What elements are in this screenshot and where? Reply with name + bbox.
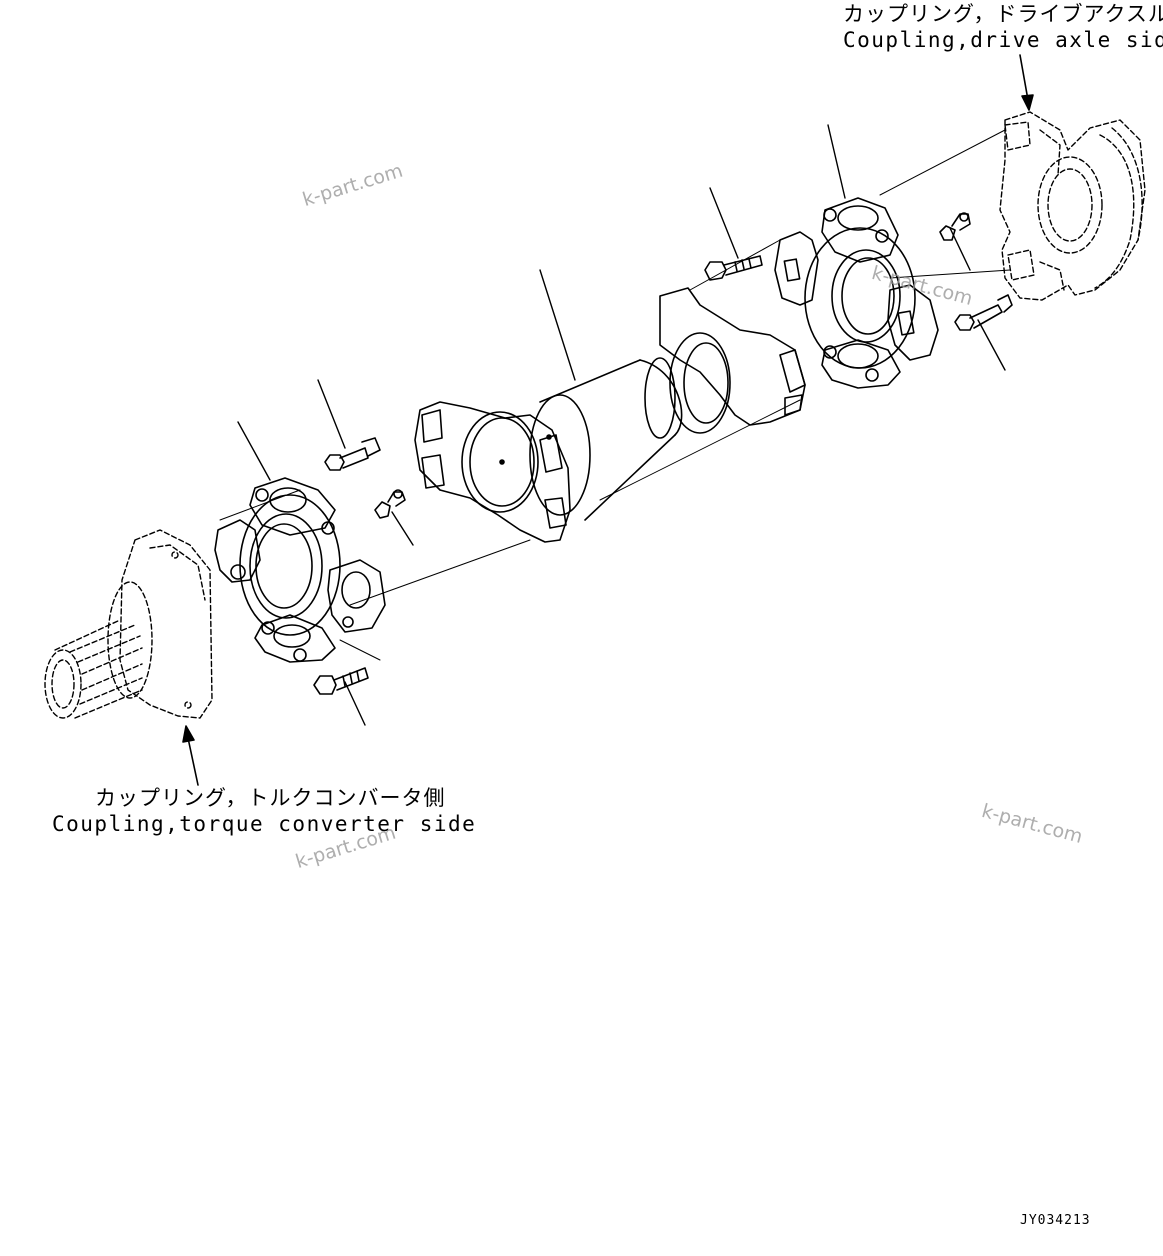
drive-axle-spider [775,198,938,388]
bolt-lower-torque-converter [314,668,368,694]
torque-converter-spider [215,478,385,662]
torque-converter-coupling-flange [45,530,212,718]
bolt-lower-drive-axle [955,295,1012,330]
leader-lines [220,125,1010,725]
propeller-shaft [415,288,805,542]
label-drive-axle-side-jp: カップリング，ドライブアクスル側 [843,2,1163,26]
label-torque-converter-side-jp: カップリング，トルクコンバータ側 [95,786,446,810]
drive-axle-coupling-yoke [1000,112,1145,300]
drawing-code: JY034213 [1020,1213,1091,1228]
label-torque-converter-side-en: Coupling,torque converter side [52,812,477,836]
arrow-drive-axle-side [1020,55,1033,110]
grease-fitting-drive-axle [940,213,970,240]
grease-fitting-torque-converter [375,490,405,518]
arrow-torque-converter-side [183,726,198,785]
label-drive-axle-side-en: Coupling,drive axle side [843,28,1163,52]
bolt-upper-torque-converter [325,438,380,470]
